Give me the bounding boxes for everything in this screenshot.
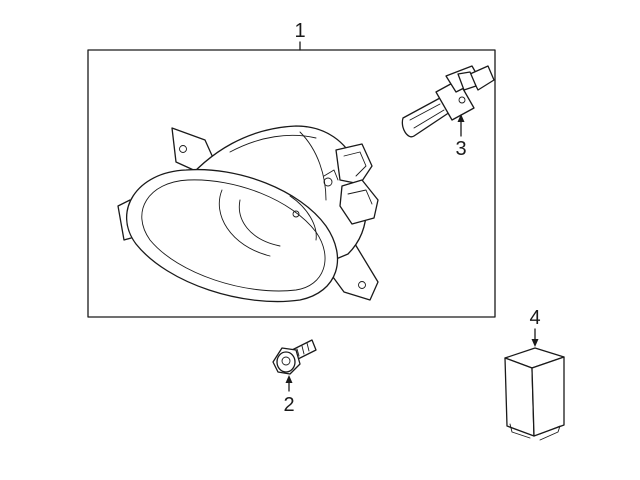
callout-label-3: 3 [455,138,466,160]
callout-arrow-2 [285,375,293,383]
callout-label-2: 2 [283,394,294,416]
fog-lamp-assembly-icon [117,125,379,303]
callout-label-4: 4 [529,307,540,329]
h11-bulb-icon [401,65,495,138]
callout-arrow-4 [531,339,539,347]
assembly-frame [87,49,496,318]
control-module-icon [504,347,565,441]
mounting-bolt-icon [272,339,317,375]
callout-arrow-3 [457,114,465,122]
callout-label-1: 1 [294,20,305,42]
